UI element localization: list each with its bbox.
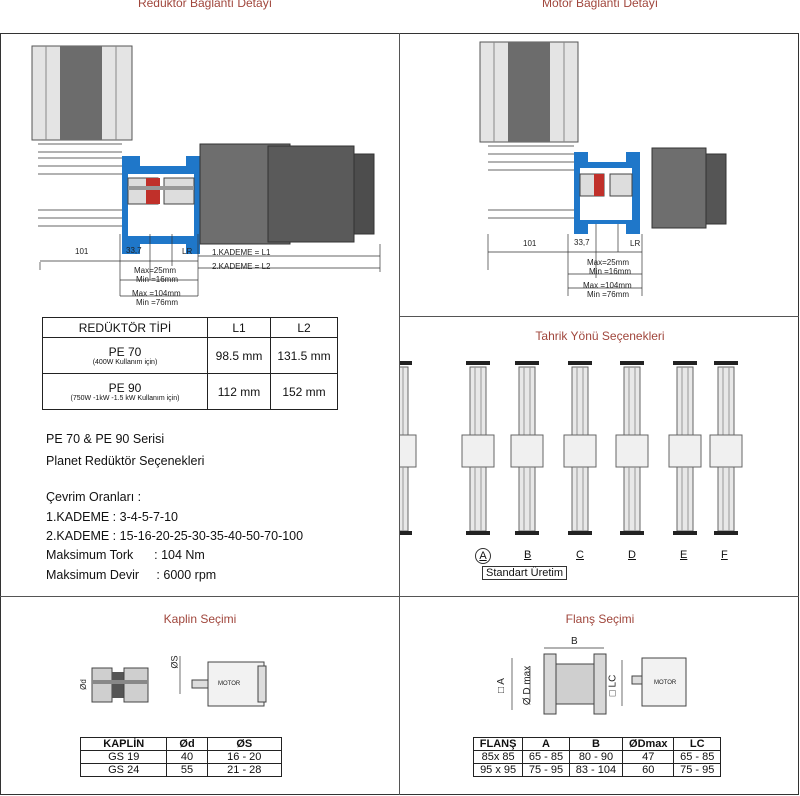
dim-max25: Max=25mm — [134, 266, 177, 275]
drive-option-c[interactable]: C — [576, 549, 584, 561]
flange-motor-label: MOTOR — [654, 680, 677, 686]
info-torque: Maksimum Tork : 104 Nm — [46, 548, 205, 562]
table-row: PE 70(400W Kullanım için) 98.5 mm 131.5 … — [42, 337, 338, 374]
info-kademe1: 1.KADEME : 3-4-5-7-10 — [46, 510, 178, 524]
th-od: Ød — [166, 737, 208, 751]
motor-dim-max104: Max =104mm — [583, 281, 632, 290]
coupling-os-label: ØS — [169, 655, 180, 669]
reducer-table: REDÜKTÖR TİPİ L1 L2 PE 70(400W Kullanım … — [42, 317, 338, 410]
drive-options-drawing — [400, 360, 743, 536]
motor-dim-max25: Max=25mm — [587, 258, 630, 267]
l1-pe90: 112 mm — [207, 373, 271, 410]
type-pe90: PE 90 — [108, 381, 142, 395]
divider-horizontal — [0, 596, 799, 597]
flange-a-label: □ A — [495, 678, 507, 693]
coupling-drawing — [91, 656, 267, 707]
dim-33-7: 33,7 — [126, 246, 142, 255]
flange-b-label: B — [571, 636, 578, 647]
drive-option-d[interactable]: D — [628, 549, 636, 561]
info-planet: Planet Redüktör Seçenekleri — [46, 454, 205, 468]
drive-option-e[interactable]: E — [680, 549, 688, 561]
info-speed: Maksimum Devir : 6000 rpm — [46, 568, 217, 582]
header-motor-connection: Motor Bağlantı Detayı — [541, 0, 659, 10]
flange-lc-label: □ LC — [607, 674, 619, 697]
note-pe90: (750W -1kW -1.5 kW Kullanım için) — [70, 395, 180, 402]
header-coupling: Kaplin Seçimi — [163, 612, 237, 626]
dim-min76: Min =76mm — [136, 298, 179, 307]
dim-min16: Min =16mm — [136, 275, 179, 284]
motor-dim-33-7: 33,7 — [574, 238, 590, 247]
l2-pe90: 152 mm — [270, 373, 338, 410]
dim-kademe2: 2.KADEME = L2 — [212, 262, 271, 271]
dim-kademe1: 1.KADEME = L1 — [212, 248, 271, 257]
flange-dmax-label: Ø D max — [522, 665, 534, 706]
motor-dim-lr: LR — [630, 239, 641, 248]
l2-pe70: 131.5 mm — [270, 337, 338, 374]
info-kademe2: 2.KADEME : 15-16-20-25-30-35-40-50-70-10… — [46, 529, 304, 543]
type-pe70: PE 70 — [108, 345, 142, 359]
motor-dim-min16: Min =16mm — [589, 267, 632, 276]
dim-max104: Max =104mm — [132, 289, 181, 298]
dim-lr: LR — [182, 247, 193, 256]
header-drive-direction: Tahrik Yönü Seçenekleri — [535, 329, 665, 343]
info-ratios: Çevrim Oranları : — [46, 490, 142, 504]
table-row: PE 90(750W -1kW -1.5 kW Kullanım için) 1… — [42, 373, 338, 410]
l1-pe70: 98.5 mm — [207, 337, 271, 374]
th-l1: L1 — [207, 317, 271, 338]
drive-option-f[interactable]: F — [721, 549, 728, 561]
drive-option-b[interactable]: B — [524, 549, 532, 561]
motor-dim-min76: Min =76mm — [587, 290, 630, 299]
reducer-connection-drawing — [31, 45, 381, 297]
motor-dim-101: 101 — [523, 239, 537, 248]
divider-right-mid — [400, 316, 799, 317]
coupling-motor-label: MOTOR — [218, 681, 241, 687]
header-flange: Flanş Seçimi — [565, 612, 635, 626]
th-os: ØS — [206, 737, 283, 751]
info-series: PE 70 & PE 90 Serisi — [46, 432, 165, 446]
dim-101: 101 — [75, 247, 89, 256]
standard-label: Standart Üretim — [482, 566, 568, 580]
th-reducer-type: REDÜKTÖR TİPİ — [42, 317, 208, 338]
drive-option-a[interactable]: A — [475, 548, 491, 564]
motor-connection-drawing — [479, 41, 727, 296]
flange-drawing — [511, 647, 687, 715]
header-reducer-connection: Redüktör Bağlantı Detayı — [137, 0, 273, 10]
coupling-od-label: Ød — [78, 679, 88, 690]
note-pe70: (400W Kullanım için) — [92, 359, 158, 366]
th-kaplin: KAPLİN — [79, 737, 168, 751]
th-l2: L2 — [270, 317, 338, 338]
